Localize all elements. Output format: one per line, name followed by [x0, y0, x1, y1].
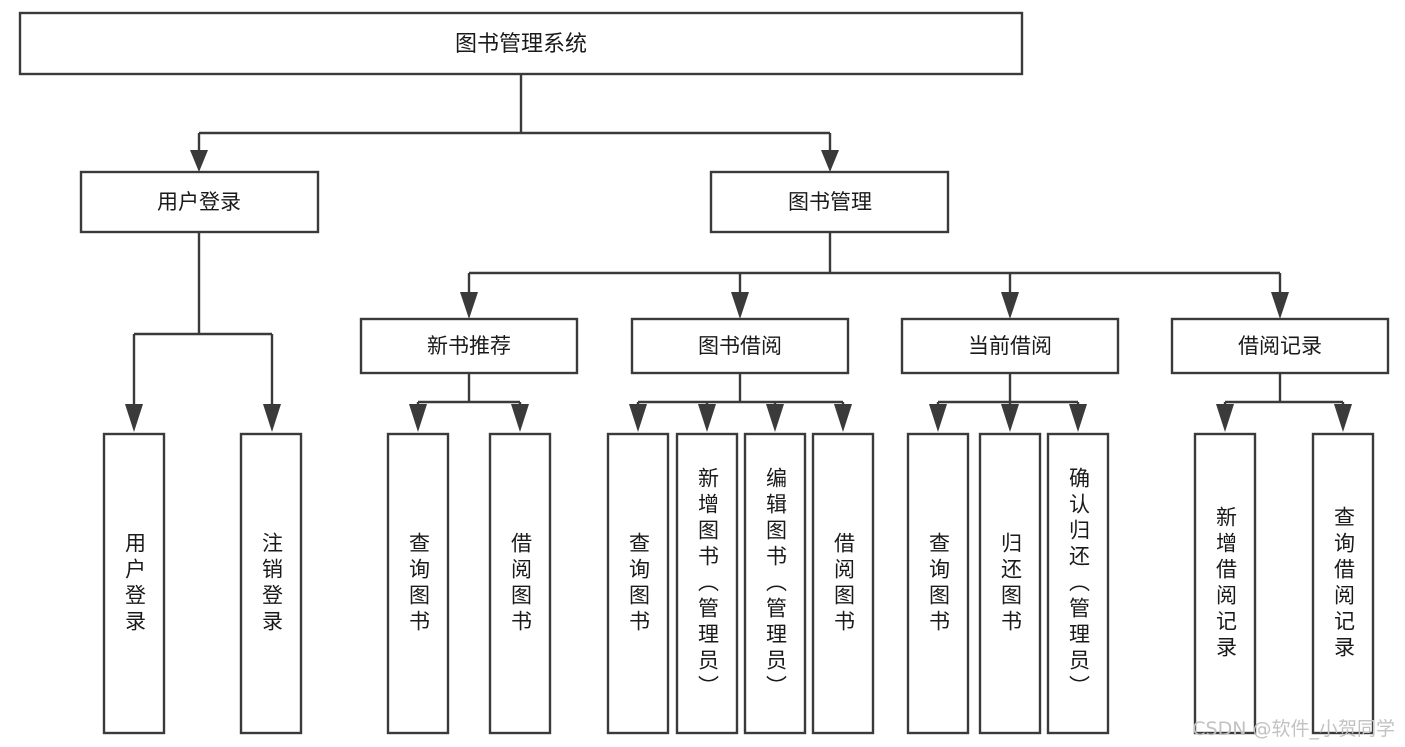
- arrow-head-newbooks-leaf-2: [511, 404, 529, 432]
- node-user-login[interactable]: 用户登录: [79, 170, 320, 234]
- leaf-newbooks-borrow-box[interactable]: [488, 432, 552, 735]
- node-book-manage-label: 图书管理: [788, 190, 872, 214]
- node-new-books[interactable]: 新书推荐: [359, 317, 579, 375]
- node-borrow-records[interactable]: 借阅记录: [1170, 317, 1390, 375]
- arrow-head-current-borrow: [1001, 292, 1019, 319]
- csdn-watermark: CSDN @软件_小贺同学: [1192, 718, 1395, 740]
- node-current-borrow[interactable]: 当前借阅: [900, 317, 1120, 375]
- arrow-head-leaf-logout: [263, 404, 281, 432]
- leaf-currentborrow-query-box[interactable]: [906, 432, 970, 735]
- arrow-head-bookborrow-leaf-4: [834, 404, 852, 432]
- arrow-head-borrow-records: [1271, 292, 1289, 319]
- node-root-box[interactable]: [18, 11, 1024, 76]
- node-book-borrow-box[interactable]: [630, 317, 850, 375]
- arrow-head-newbooks-leaf-1: [409, 404, 427, 432]
- arrow-head-book-borrow: [731, 292, 749, 319]
- leaf-newbooks-borrow[interactable]: [488, 432, 552, 735]
- leaf-currentborrow-confirm-box[interactable]: [1046, 432, 1110, 735]
- arrow-head-borrowrecords-leaf-1: [1216, 404, 1234, 432]
- arrow-head-new-books: [460, 292, 478, 319]
- arrow-head-leaf-user-login: [125, 404, 143, 432]
- leaf-currentborrow-confirm[interactable]: [1046, 432, 1110, 735]
- node-new-books-box[interactable]: [359, 317, 579, 375]
- leaf-borrowrecords-add[interactable]: [1193, 432, 1257, 735]
- node-new-books-label: 新书推荐: [427, 334, 511, 358]
- leaf-borrowrecords-query-box[interactable]: [1311, 432, 1375, 735]
- node-book-manage-box[interactable]: [709, 170, 950, 234]
- node-borrow-records-box[interactable]: [1170, 317, 1390, 375]
- leaf-bookborrow-add[interactable]: [675, 432, 739, 735]
- connector-layer: [125, 74, 1352, 432]
- node-book-borrow-label: 图书借阅: [698, 334, 782, 358]
- arrow-head-borrowrecords-leaf-2: [1334, 404, 1352, 432]
- leaf-bookborrow-borrow-box[interactable]: [811, 432, 875, 735]
- arrow-head-bookborrow-leaf-2: [698, 404, 716, 432]
- arrow-head-book-manage: [821, 150, 839, 172]
- leaf-logout[interactable]: [239, 432, 303, 735]
- arrow-head-bookborrow-leaf-1: [629, 404, 647, 432]
- leaf-bookborrow-add-box[interactable]: [675, 432, 739, 735]
- leaf-newbooks-query-box[interactable]: [386, 432, 450, 735]
- node-user-login-box[interactable]: [79, 170, 320, 234]
- leaf-borrowrecords-add-box[interactable]: [1193, 432, 1257, 735]
- node-current-borrow-label: 当前借阅: [968, 334, 1052, 358]
- leaf-bookborrow-query-box[interactable]: [606, 432, 670, 735]
- arrow-head-user-login: [190, 150, 208, 172]
- leaf-currentborrow-query[interactable]: [906, 432, 970, 735]
- node-user-login-label: 用户登录: [157, 190, 241, 214]
- leaf-logout-box[interactable]: [239, 432, 303, 735]
- leaf-borrowrecords-query[interactable]: [1311, 432, 1375, 735]
- arrow-head-bookborrow-leaf-3: [766, 404, 784, 432]
- leaf-currentborrow-return[interactable]: [978, 432, 1042, 735]
- leaf-currentborrow-return-box[interactable]: [978, 432, 1042, 735]
- arrow-head-currentborrow-leaf-3: [1069, 404, 1087, 432]
- leaf-bookborrow-edit[interactable]: [743, 432, 807, 735]
- node-borrow-records-label: 借阅记录: [1238, 334, 1322, 358]
- arrow-head-currentborrow-leaf-1: [929, 404, 947, 432]
- leaf-bookborrow-query[interactable]: [606, 432, 670, 735]
- leaf-user-login[interactable]: [102, 432, 166, 735]
- leaf-newbooks-query[interactable]: [386, 432, 450, 735]
- leaf-bookborrow-edit-box[interactable]: [743, 432, 807, 735]
- node-current-borrow-box[interactable]: [900, 317, 1120, 375]
- node-root-label: 图书管理系统: [455, 32, 587, 57]
- node-book-borrow[interactable]: 图书借阅: [630, 317, 850, 375]
- node-book-manage[interactable]: 图书管理: [709, 170, 950, 234]
- arrow-head-currentborrow-leaf-2: [1001, 404, 1019, 432]
- leaf-user-login-box[interactable]: [102, 432, 166, 735]
- node-root[interactable]: 图书管理系统: [18, 11, 1024, 76]
- leaf-bookborrow-borrow[interactable]: [811, 432, 875, 735]
